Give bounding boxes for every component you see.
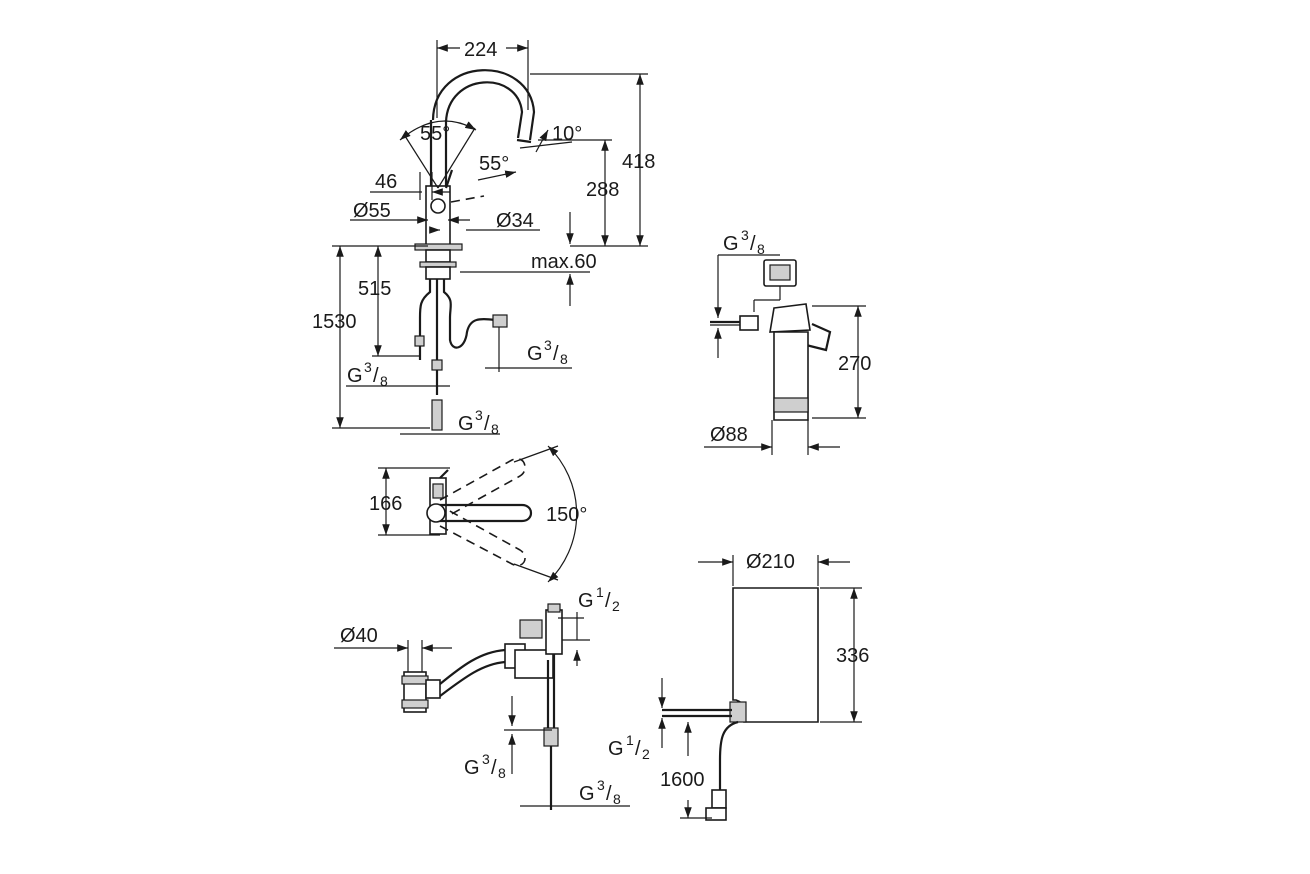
depth-label: 166	[369, 493, 402, 515]
swivel-label: 150°	[546, 504, 587, 526]
filter-dimensions: G 3 / 8 270 Ø88	[704, 227, 871, 455]
boiler-dimensions: Ø210 336 G 1 / 2 1600	[608, 551, 869, 819]
boiler-height-label: 336	[836, 645, 869, 667]
filter-thread-label: G 3 / 8	[723, 227, 765, 257]
svg-text:3: 3	[364, 359, 372, 375]
svg-text:G: G	[723, 233, 739, 255]
svg-text:8: 8	[560, 351, 568, 367]
total-height-label: 418	[622, 151, 655, 173]
svg-text:3: 3	[741, 227, 749, 243]
svg-text:8: 8	[757, 241, 765, 257]
lever-offset-label: 46	[375, 171, 397, 193]
filter-diameter-label: Ø88	[710, 424, 748, 446]
svg-text:G: G	[527, 343, 543, 365]
svg-text:/: /	[605, 590, 611, 612]
svg-text:3: 3	[544, 337, 552, 353]
thread-label-right: G 3 / 8	[527, 337, 568, 367]
valve-thread-top: G 1 / 2	[578, 584, 620, 614]
svg-text:8: 8	[498, 765, 506, 781]
svg-text:/: /	[635, 738, 641, 760]
faucet-top-view	[426, 457, 533, 567]
svg-text:2: 2	[642, 746, 650, 762]
hose-long-label: 1530	[312, 311, 357, 333]
svg-text:G: G	[464, 757, 480, 779]
svg-text:3: 3	[597, 777, 605, 793]
deck-max-label: max.60	[531, 251, 597, 273]
svg-text:/: /	[373, 365, 379, 387]
thread-label-left: G 3 / 8	[347, 359, 388, 389]
svg-text:8: 8	[613, 791, 621, 807]
filter-unit	[710, 259, 832, 421]
filter-height-label: 270	[838, 353, 871, 375]
base-diameter-label: Ø55	[353, 200, 391, 222]
svg-text:8: 8	[380, 373, 388, 389]
svg-text:8: 8	[491, 421, 499, 437]
thread-label-bottom: G 3 / 8	[458, 407, 499, 437]
svg-text:1: 1	[626, 732, 634, 748]
drain-diameter-label: Ø40	[340, 625, 378, 647]
valve-assembly	[401, 603, 590, 810]
svg-text:G: G	[608, 738, 624, 760]
faucet-side-view	[399, 69, 536, 431]
boiler-diameter-label: Ø210	[746, 551, 795, 573]
hose-short-label: 515	[358, 278, 391, 300]
reach-label: 224	[464, 39, 497, 61]
svg-text:3: 3	[475, 407, 483, 423]
angle-right-label: 55°	[479, 153, 509, 175]
svg-text:G: G	[578, 590, 594, 612]
boiler-unit	[662, 587, 819, 821]
svg-text:/: /	[491, 757, 497, 779]
svg-text:3: 3	[482, 751, 490, 767]
valve-dimensions: Ø40 G 1 / 2 G 3 / 8 G 3 / 8	[334, 584, 630, 807]
svg-text:/: /	[750, 233, 756, 255]
svg-text:G: G	[458, 413, 474, 435]
svg-text:1: 1	[596, 584, 604, 600]
svg-text:2: 2	[612, 598, 620, 614]
svg-text:G: G	[579, 783, 595, 805]
cable-length-label: 1600	[660, 769, 705, 791]
angle-left-label: 55°	[420, 123, 450, 145]
svg-text:/: /	[606, 783, 612, 805]
hole-diameter-label: Ø34	[496, 210, 534, 232]
svg-text:/: /	[553, 343, 559, 365]
svg-text:/: /	[484, 413, 490, 435]
spout-height-label: 288	[586, 179, 619, 201]
valve-thread-mid: G 3 / 8	[464, 751, 506, 781]
boiler-thread-label: G 1 / 2	[608, 732, 650, 762]
faucet-dimensions: 224 418 288 10° 55° 55° 46 Ø55 Ø34	[312, 39, 655, 437]
spout-tilt-label: 10°	[552, 123, 582, 145]
valve-thread-bottom: G 3 / 8	[579, 777, 621, 807]
svg-text:G: G	[347, 365, 363, 387]
top-view-dimensions: 166 150°	[369, 445, 587, 583]
